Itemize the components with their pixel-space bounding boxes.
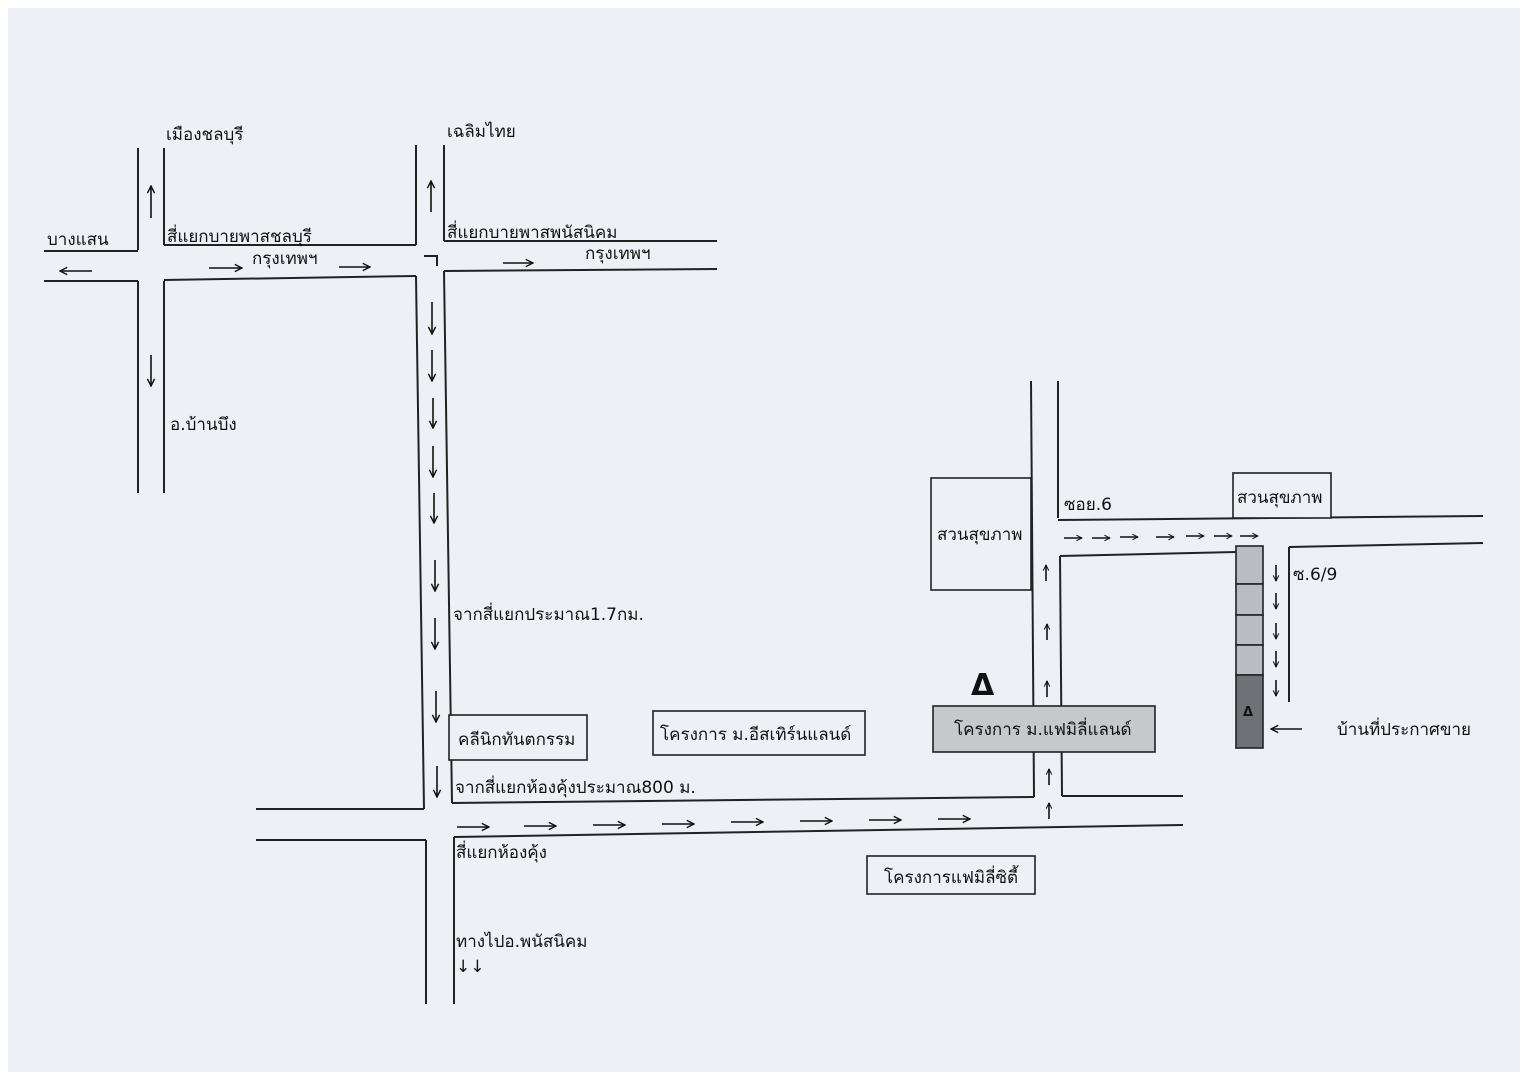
direction-arrows — [60, 181, 1302, 827]
house-for-sale-plot — [1235, 674, 1264, 749]
label-soi-6-9: ซ.6/9 — [1293, 565, 1337, 585]
road-top-south-edge-3 — [443, 268, 718, 272]
label-ban-bueng: อ.บ้านบึง — [170, 415, 237, 435]
label-family-city: โครงการแฟมิลี่ซิตี้ — [884, 865, 1019, 888]
landmark-boxes — [448, 472, 1332, 895]
road-top-south-edge-2 — [163, 275, 417, 281]
map-sheet — [8, 8, 1520, 1072]
label-khongkung-junction: สี่แยกห้องคุ้ง — [456, 840, 547, 863]
label-soi-6: ซอย.6 — [1064, 495, 1112, 515]
roads — [44, 145, 1484, 1004]
road-bottom-north-2 — [451, 796, 1035, 804]
label-to-phanat-arrows: ↓↓ — [456, 957, 485, 977]
eastern-land-box — [652, 710, 866, 756]
label-bypass-chonburi: สี่แยกบายพาสชลบุรี — [167, 224, 312, 247]
family-city-box — [866, 855, 1036, 895]
house-plot-3 — [1235, 614, 1264, 646]
triangle-marker-icon: Δ — [971, 668, 995, 703]
label-bangkok-2: กรุงเทพฯ — [585, 244, 651, 264]
label-dental-clinic: คลีนิกทันตกรรม — [458, 730, 575, 750]
house-triangle-marker-icon: Δ — [1243, 705, 1253, 720]
road-bottom-south-2 — [453, 824, 1184, 838]
house-plot-4 — [1235, 644, 1264, 676]
dental-clinic-box — [448, 714, 588, 761]
label-house-for-sale: บ้านที่ประกาศขาย — [1337, 717, 1471, 740]
road-soi6-south-1 — [1059, 551, 1237, 557]
park-right-box — [1232, 472, 1332, 519]
label-bang-saen: บางแสน — [47, 230, 109, 250]
house-plot-1 — [1235, 545, 1264, 585]
label-park-left: สวนสุขภาพ — [937, 525, 1023, 545]
label-to-phanat: ทางไปอ.พนัสนิคม — [456, 931, 587, 952]
label-chaloem-thai: เฉลิมไทย — [447, 121, 516, 142]
junction-tick — [424, 255, 438, 266]
label-eastern-land: โครงการ ม.อีสเทิร์นแลนด์ — [660, 724, 851, 745]
park-left-box — [930, 477, 1032, 591]
family-land-box — [932, 705, 1156, 753]
label-mueang-chonburi: เมืองชลบุรี — [166, 125, 243, 145]
label-park-right: สวนสุขภาพ — [1237, 488, 1323, 508]
label-bypass-phanat: สี่แยกบายพาสพนัสนิคม — [447, 220, 617, 243]
label-family-land: โครงการ ม.แฟมิลี่แลนด์ — [954, 717, 1132, 740]
road-middle-west — [415, 275, 425, 810]
label-from-junction-17: จากสี่แยกประมาณ1.7กม. — [453, 602, 644, 625]
text-labels: เมืองชลบุรี เฉลิมไทย บางแสน สี่แยกบายพาส… — [47, 121, 1471, 977]
label-bangkok-1: กรุงเทพฯ — [252, 249, 318, 269]
road-soi6-south-2 — [1288, 542, 1484, 548]
road-familyland-east — [1059, 555, 1063, 797]
house-plot-2 — [1235, 583, 1264, 616]
label-from-khongkung-800: จากสี่แยกห้องคุ้งประมาณ800 ม. — [455, 775, 696, 798]
